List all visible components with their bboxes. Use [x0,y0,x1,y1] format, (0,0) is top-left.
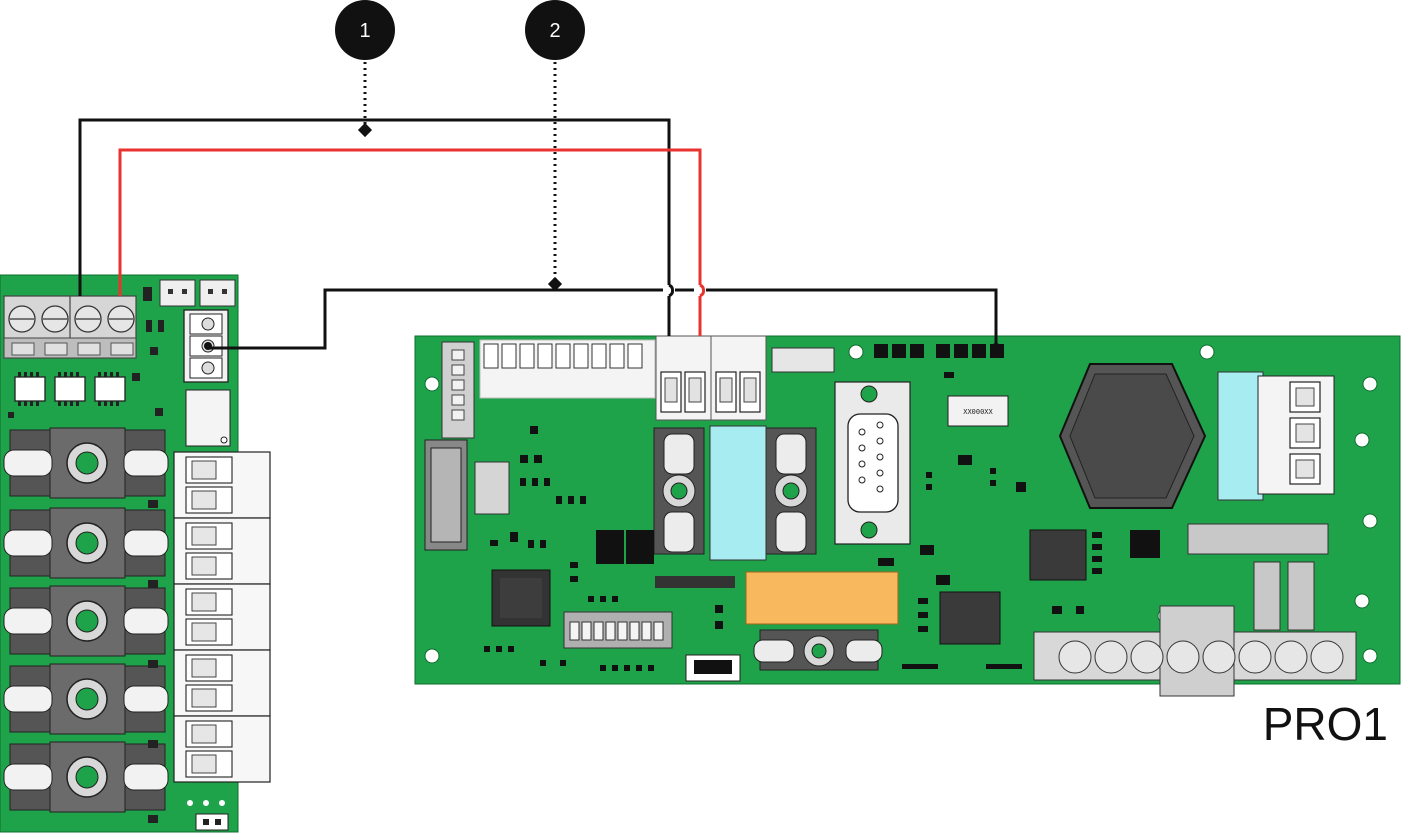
wire-2-marker [547,276,563,292]
serial-port [834,381,911,545]
power-terminal-block [3,295,137,359]
fuse-holders [3,427,169,813]
bus-wire [208,288,998,350]
ic-marking: XX000XX [963,408,993,416]
bottom-connector [1033,605,1357,697]
power-wire-red [118,148,702,336]
main-board: XX000XX [414,335,1401,750]
dip-switch [563,611,673,649]
callout-1-number: 1 [359,20,370,42]
board-label: PRO1 [1263,698,1388,750]
callout-2: 2 [525,0,585,60]
expansion-board [0,274,271,833]
main-fuse-holders [653,427,883,671]
top-connector-strip [479,339,656,399]
callout-1: 1 [335,0,395,60]
microcontroller [491,569,551,627]
callout-2-number: 2 [549,20,560,42]
wires [78,118,998,350]
bus-wire-endpoint [991,343,1001,353]
buzzer [1058,363,1207,509]
power-wire-black [78,118,671,336]
wire-1-marker [357,122,373,138]
bus-terminal-endpoint [204,342,212,350]
output-terminal-3pole [1217,371,1335,501]
power-input-terminals [655,335,767,421]
